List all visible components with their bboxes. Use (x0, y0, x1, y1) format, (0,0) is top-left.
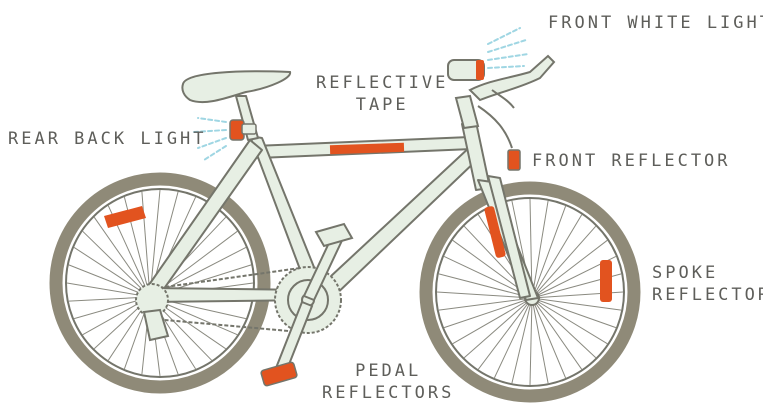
spoke (532, 298, 582, 369)
spoke (532, 298, 566, 378)
derailleur (144, 310, 168, 340)
spoke (532, 201, 548, 298)
pedal-reflectors-label-line-2: REFLECTORS (322, 382, 454, 404)
front-reflector-label: FRONT REFLECTOR (532, 150, 731, 172)
pedal-reflectors-label: PEDAL REFLECTORS (322, 360, 454, 404)
rear-back-light-label: REAR BACK LIGHT (8, 128, 207, 150)
front-white-light (448, 60, 484, 80)
rear-light-clamp (242, 124, 256, 134)
front-light-rays (488, 28, 528, 68)
reflective-tape-label-line-1: REFLECTIVE (316, 72, 448, 94)
spoke (94, 217, 150, 297)
spoke (532, 240, 607, 298)
front-spoke-reflector (600, 260, 612, 302)
spoke (530, 298, 532, 385)
brake-cable (478, 106, 512, 148)
front-reflector (508, 150, 520, 170)
spoke (439, 298, 532, 310)
spoke-reflectors-label-line-1: SPOKE (652, 262, 763, 284)
chain-bottom (165, 320, 300, 332)
reflective-tape-label: REFLECTIVE TAPE (316, 72, 448, 116)
stem (456, 96, 478, 128)
spoke (494, 298, 532, 378)
spoke-reflectors-label: SPOKE REFLECTORS (652, 262, 763, 306)
front-white-light-label: FRONT WHITE LIGHT (548, 12, 763, 34)
pedal-reflector (260, 362, 297, 387)
spoke (532, 226, 596, 298)
spoke-reflectors-label-line-2: REFLECTORS (652, 284, 763, 306)
front-light-lens (476, 60, 484, 80)
spoke (464, 298, 532, 358)
upper-pedal (316, 224, 352, 246)
pedal-reflectors-label-line-1: PEDAL (322, 360, 454, 382)
reflective-tape-label-line-2: TAPE (316, 94, 448, 116)
